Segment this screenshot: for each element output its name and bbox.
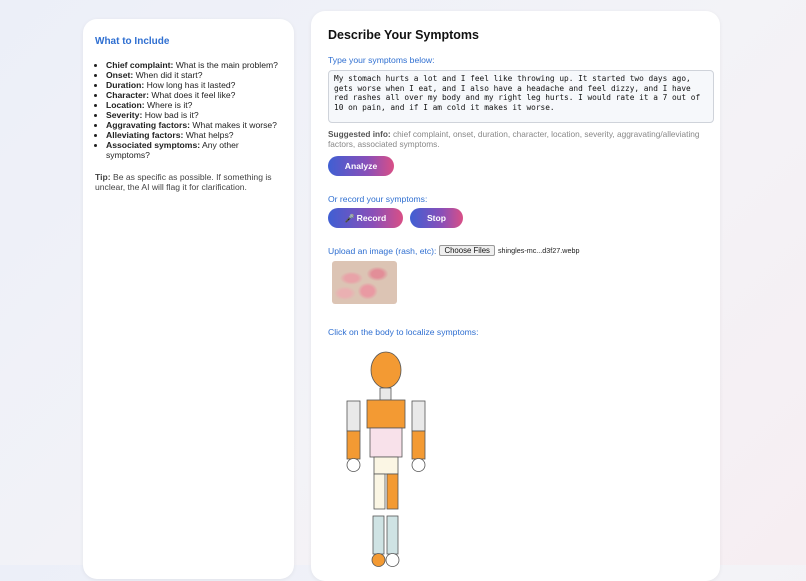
suggested-text: chief complaint, onset, duration, charac… — [328, 129, 700, 150]
uploaded-image-preview — [332, 261, 397, 304]
body-part-right-thigh[interactable] — [386, 473, 399, 510]
tip-body: Be as specific as possible. If something… — [95, 172, 272, 193]
list-item: Onset: When did it start? — [106, 70, 282, 80]
tip-label: Tip: — [95, 172, 111, 182]
record-button-label: Record — [356, 213, 387, 223]
suggested-info: Suggested info: chief complaint, onset, … — [328, 129, 704, 149]
body-part-right-upper-arm[interactable] — [411, 400, 426, 432]
list-item-term: Chief complaint: — [106, 60, 174, 70]
tip-text: Tip: Be as specific as possible. If some… — [95, 172, 282, 193]
include-list: Chief complaint: What is the main proble… — [95, 60, 282, 160]
file-name: shingles-mc...d3f27.webp — [497, 246, 580, 255]
list-item-term: Onset: — [106, 70, 134, 80]
list-item: Duration: How long has it lasted? — [106, 80, 282, 90]
list-item-desc: Where is it? — [144, 100, 193, 110]
body-part-neck[interactable] — [379, 387, 392, 401]
body-part-left-hand[interactable] — [346, 458, 361, 472]
symptoms-textarea[interactable]: My stomach hurts a lot and I feel like t… — [328, 70, 714, 123]
list-item-term: Associated symptoms: — [106, 140, 201, 150]
record-label: Or record your symptoms: — [328, 194, 428, 204]
list-item: Location: Where is it? — [106, 100, 282, 110]
symptoms-label: Type your symptoms below: — [328, 55, 435, 65]
list-item-desc: What helps? — [183, 130, 234, 140]
list-item-term: Aggravating factors: — [106, 120, 191, 130]
body-part-left-forearm[interactable] — [346, 430, 361, 460]
list-item-term: Alleviating factors: — [106, 130, 184, 140]
list-item-term: Duration: — [106, 80, 145, 90]
main-panel: Describe Your Symptoms Type your symptom… — [311, 11, 720, 581]
body-part-right-calf[interactable] — [386, 515, 399, 555]
suggested-label: Suggested info: — [328, 129, 391, 139]
list-item: Aggravating factors: What makes it worse… — [106, 120, 282, 130]
body-part-right-forearm[interactable] — [411, 430, 426, 460]
list-item-desc: When did it start? — [133, 70, 203, 80]
list-item: Severity: How bad is it? — [106, 110, 282, 120]
sidebar-panel: What to Include Chief complaint: What is… — [83, 19, 294, 579]
list-item-desc: What is the main problem? — [173, 60, 278, 70]
body-part-right-hand[interactable] — [411, 458, 426, 472]
analyze-button[interactable]: Analyze — [328, 156, 394, 176]
upload-label: Upload an image (rash, etc): — [328, 245, 437, 256]
list-item-desc: What makes it worse? — [190, 120, 277, 130]
list-item-desc: How long has it lasted? — [144, 80, 236, 90]
microphone-icon: 🎤 — [344, 214, 355, 223]
list-item-desc: What does it feel like? — [149, 90, 236, 100]
body-part-left-thigh[interactable] — [373, 473, 386, 510]
list-item-desc: How bad is it? — [142, 110, 199, 120]
stop-button[interactable]: Stop — [410, 208, 463, 228]
list-item-term: Location: — [106, 100, 145, 110]
upload-row: Upload an image (rash, etc): Choose File… — [328, 245, 579, 256]
list-item: Associated symptoms: Any other symptoms? — [106, 140, 282, 160]
list-item: Character: What does it feel like? — [106, 90, 282, 100]
list-item: Chief complaint: What is the main proble… — [106, 60, 282, 70]
page-title: Describe Your Symptoms — [328, 28, 479, 42]
body-map-label: Click on the body to localize symptoms: — [328, 327, 479, 337]
body-part-abdomen[interactable] — [369, 427, 403, 458]
body-part-left-calf[interactable] — [372, 515, 385, 555]
sidebar-title: What to Include — [95, 36, 170, 47]
body-map[interactable] — [345, 351, 429, 569]
body-part-head[interactable] — [370, 351, 402, 389]
body-part-left-upper-arm[interactable] — [346, 400, 361, 432]
choose-files-button[interactable]: Choose Files — [439, 245, 495, 256]
record-button[interactable]: 🎤Record — [328, 208, 403, 228]
body-part-chest[interactable] — [366, 399, 406, 429]
list-item-desc: Any other symptoms? — [106, 140, 239, 160]
list-item-term: Severity: — [106, 110, 143, 120]
list-item-term: Character: — [106, 90, 149, 100]
list-item: Alleviating factors: What helps? — [106, 130, 282, 140]
body-part-pelvis[interactable] — [373, 456, 399, 475]
